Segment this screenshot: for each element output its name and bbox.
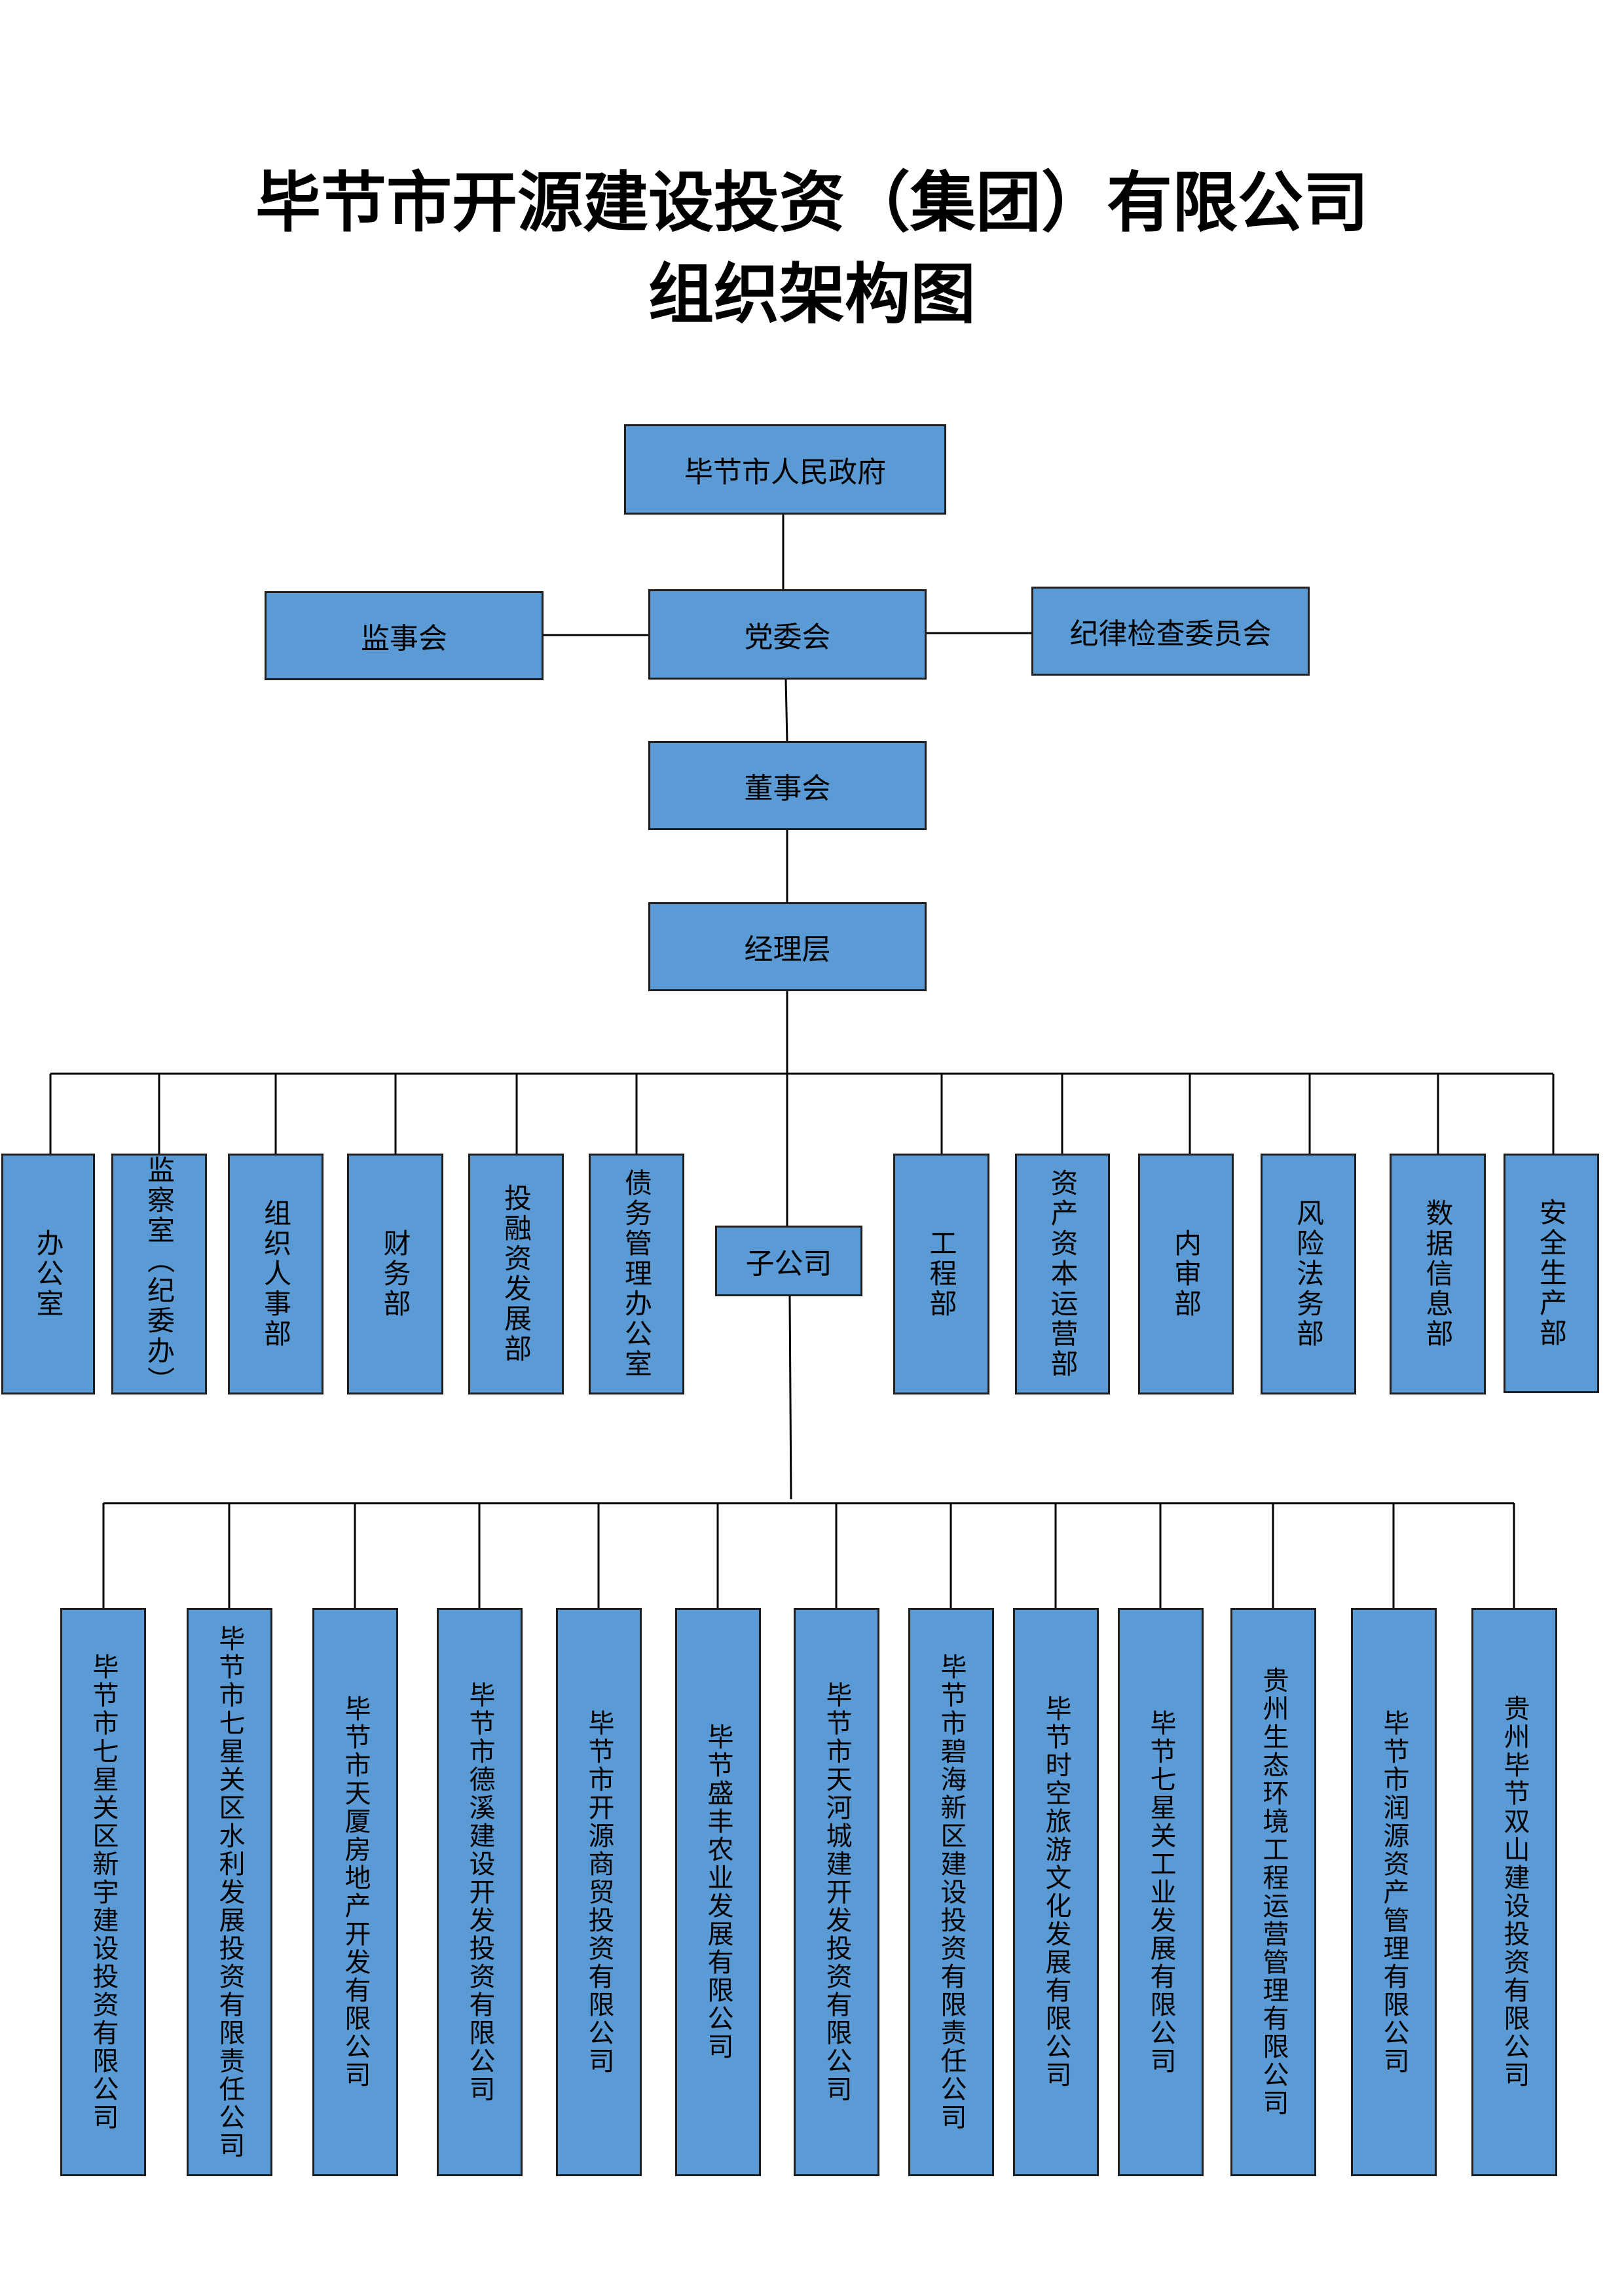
subsidiary-node: 毕节市七星关区新宇建设投资有限公司: [60, 1608, 146, 2176]
dept-label: 内审部: [1170, 1229, 1202, 1319]
subsidiary-label: 毕节时空旅游文化发展有限公司: [1041, 1695, 1071, 2089]
dept-label: 数据信息部: [1422, 1199, 1454, 1349]
subsidiary-node: 毕节七星关工业发展有限公司: [1118, 1608, 1204, 2176]
node-label: 党委会: [744, 621, 831, 654]
dept-node: 安全生产部: [1504, 1154, 1599, 1393]
dept-label: 风险法务部: [1292, 1199, 1325, 1349]
node-subsidiary-hub: 子公司: [715, 1226, 862, 1296]
subsidiary-label: 毕节市七星关区新宇建设投资有限公司: [88, 1652, 119, 2132]
dept-label: 监察室（纪委办）: [143, 1156, 175, 1396]
dept-node: 内审部: [1138, 1154, 1234, 1394]
node-supervisory-board: 监事会: [265, 591, 544, 680]
dept-label: 投融资发展部: [500, 1184, 532, 1364]
node-government: 毕节市人民政府: [624, 424, 946, 515]
subsidiary-label: 贵州生态环境工程运营管理有限公司: [1258, 1667, 1289, 2117]
dept-node: 监察室（纪委办）: [111, 1154, 207, 1396]
subsidiary-label: 毕节市天厦房地产开发有限公司: [340, 1695, 371, 2089]
subsidiary-label: 毕节市开源商贸投资有限公司: [583, 1709, 614, 2075]
subsidiary-node: 毕节市天厦房地产开发有限公司: [312, 1608, 398, 2176]
dept-label: 安全生产部: [1535, 1198, 1568, 1349]
node-label: 毕节市人民政府: [684, 456, 886, 489]
dept-node: 工程部: [893, 1154, 989, 1394]
dept-label: 债务管理办公室: [620, 1169, 653, 1379]
subsidiary-node: 毕节市碧海新区建设投资有限责任公司: [908, 1608, 994, 2176]
chart-title: 毕节市开源建设投资（集团）有限公司: [255, 164, 1369, 241]
dept-node: 财务部: [347, 1154, 443, 1394]
node-label: 纪律检查委员会: [1069, 617, 1272, 651]
subsidiary-label: 毕节市德溪建设开发投资有限公司: [464, 1681, 495, 2104]
subsidiary-node: 毕节市天河城建开发投资有限公司: [794, 1608, 879, 2176]
node-label: 经理层: [744, 933, 831, 966]
dept-node: 组织人事部: [228, 1154, 323, 1394]
subsidiary-label: 毕节市天河城建开发投资有限公司: [821, 1681, 852, 2104]
subsidiary-node: 毕节市七星关区水利发展投资有限责任公司: [187, 1608, 272, 2176]
subsidiary-node: 毕节市润源资产管理有限公司: [1351, 1608, 1437, 2176]
subsidiary-label: 毕节盛丰农业发展有限公司: [703, 1723, 733, 2061]
node-label: 监事会: [361, 622, 447, 655]
subsidiary-node: 贵州毕节双山建设投资有限公司: [1471, 1608, 1557, 2176]
dept-label: 工程部: [925, 1229, 957, 1319]
subsidiary-label: 毕节七星关工业发展有限公司: [1145, 1709, 1176, 2075]
dept-label: 资产资本运营部: [1046, 1169, 1079, 1379]
subsidiary-label: 毕节市七星关区水利发展投资有限责任公司: [214, 1624, 245, 2160]
subsidiary-label: 毕节市碧海新区建设投资有限责任公司: [936, 1652, 967, 2132]
dept-label: 财务部: [379, 1229, 411, 1319]
node-label: 子公司: [745, 1247, 832, 1281]
chart-subtitle: 组织架构图: [648, 256, 976, 333]
node-management: 经理层: [648, 902, 927, 991]
dept-node: 风险法务部: [1261, 1154, 1356, 1394]
subsidiary-label: 贵州毕节双山建设投资有限公司: [1499, 1695, 1530, 2089]
subsidiary-node: 贵州生态环境工程运营管理有限公司: [1230, 1608, 1316, 2176]
dept-label: 组织人事部: [259, 1199, 292, 1349]
dept-node: 债务管理办公室: [589, 1154, 684, 1394]
subsidiary-node: 毕节市开源商贸投资有限公司: [556, 1608, 642, 2176]
dept-node: 数据信息部: [1390, 1154, 1486, 1394]
subsidiary-node: 毕节市德溪建设开发投资有限公司: [437, 1608, 523, 2176]
dept-node: 资产资本运营部: [1015, 1154, 1110, 1394]
subsidiary-node: 毕节盛丰农业发展有限公司: [675, 1608, 761, 2176]
node-party-committee: 党委会: [648, 589, 927, 680]
node-board-of-directors: 董事会: [648, 741, 927, 830]
subsidiary-label: 毕节市润源资产管理有限公司: [1378, 1709, 1409, 2075]
subsidiary-node: 毕节时空旅游文化发展有限公司: [1013, 1608, 1099, 2176]
node-discipline-committee: 纪律检查委员会: [1031, 587, 1310, 676]
connector-party-board: [784, 679, 788, 742]
dept-node: 办公室: [1, 1154, 95, 1394]
node-label: 董事会: [744, 772, 831, 805]
dept-node: 投融资发展部: [468, 1154, 564, 1394]
connector-hub-subbus: [788, 1296, 792, 1500]
dept-label: 办公室: [32, 1229, 64, 1319]
